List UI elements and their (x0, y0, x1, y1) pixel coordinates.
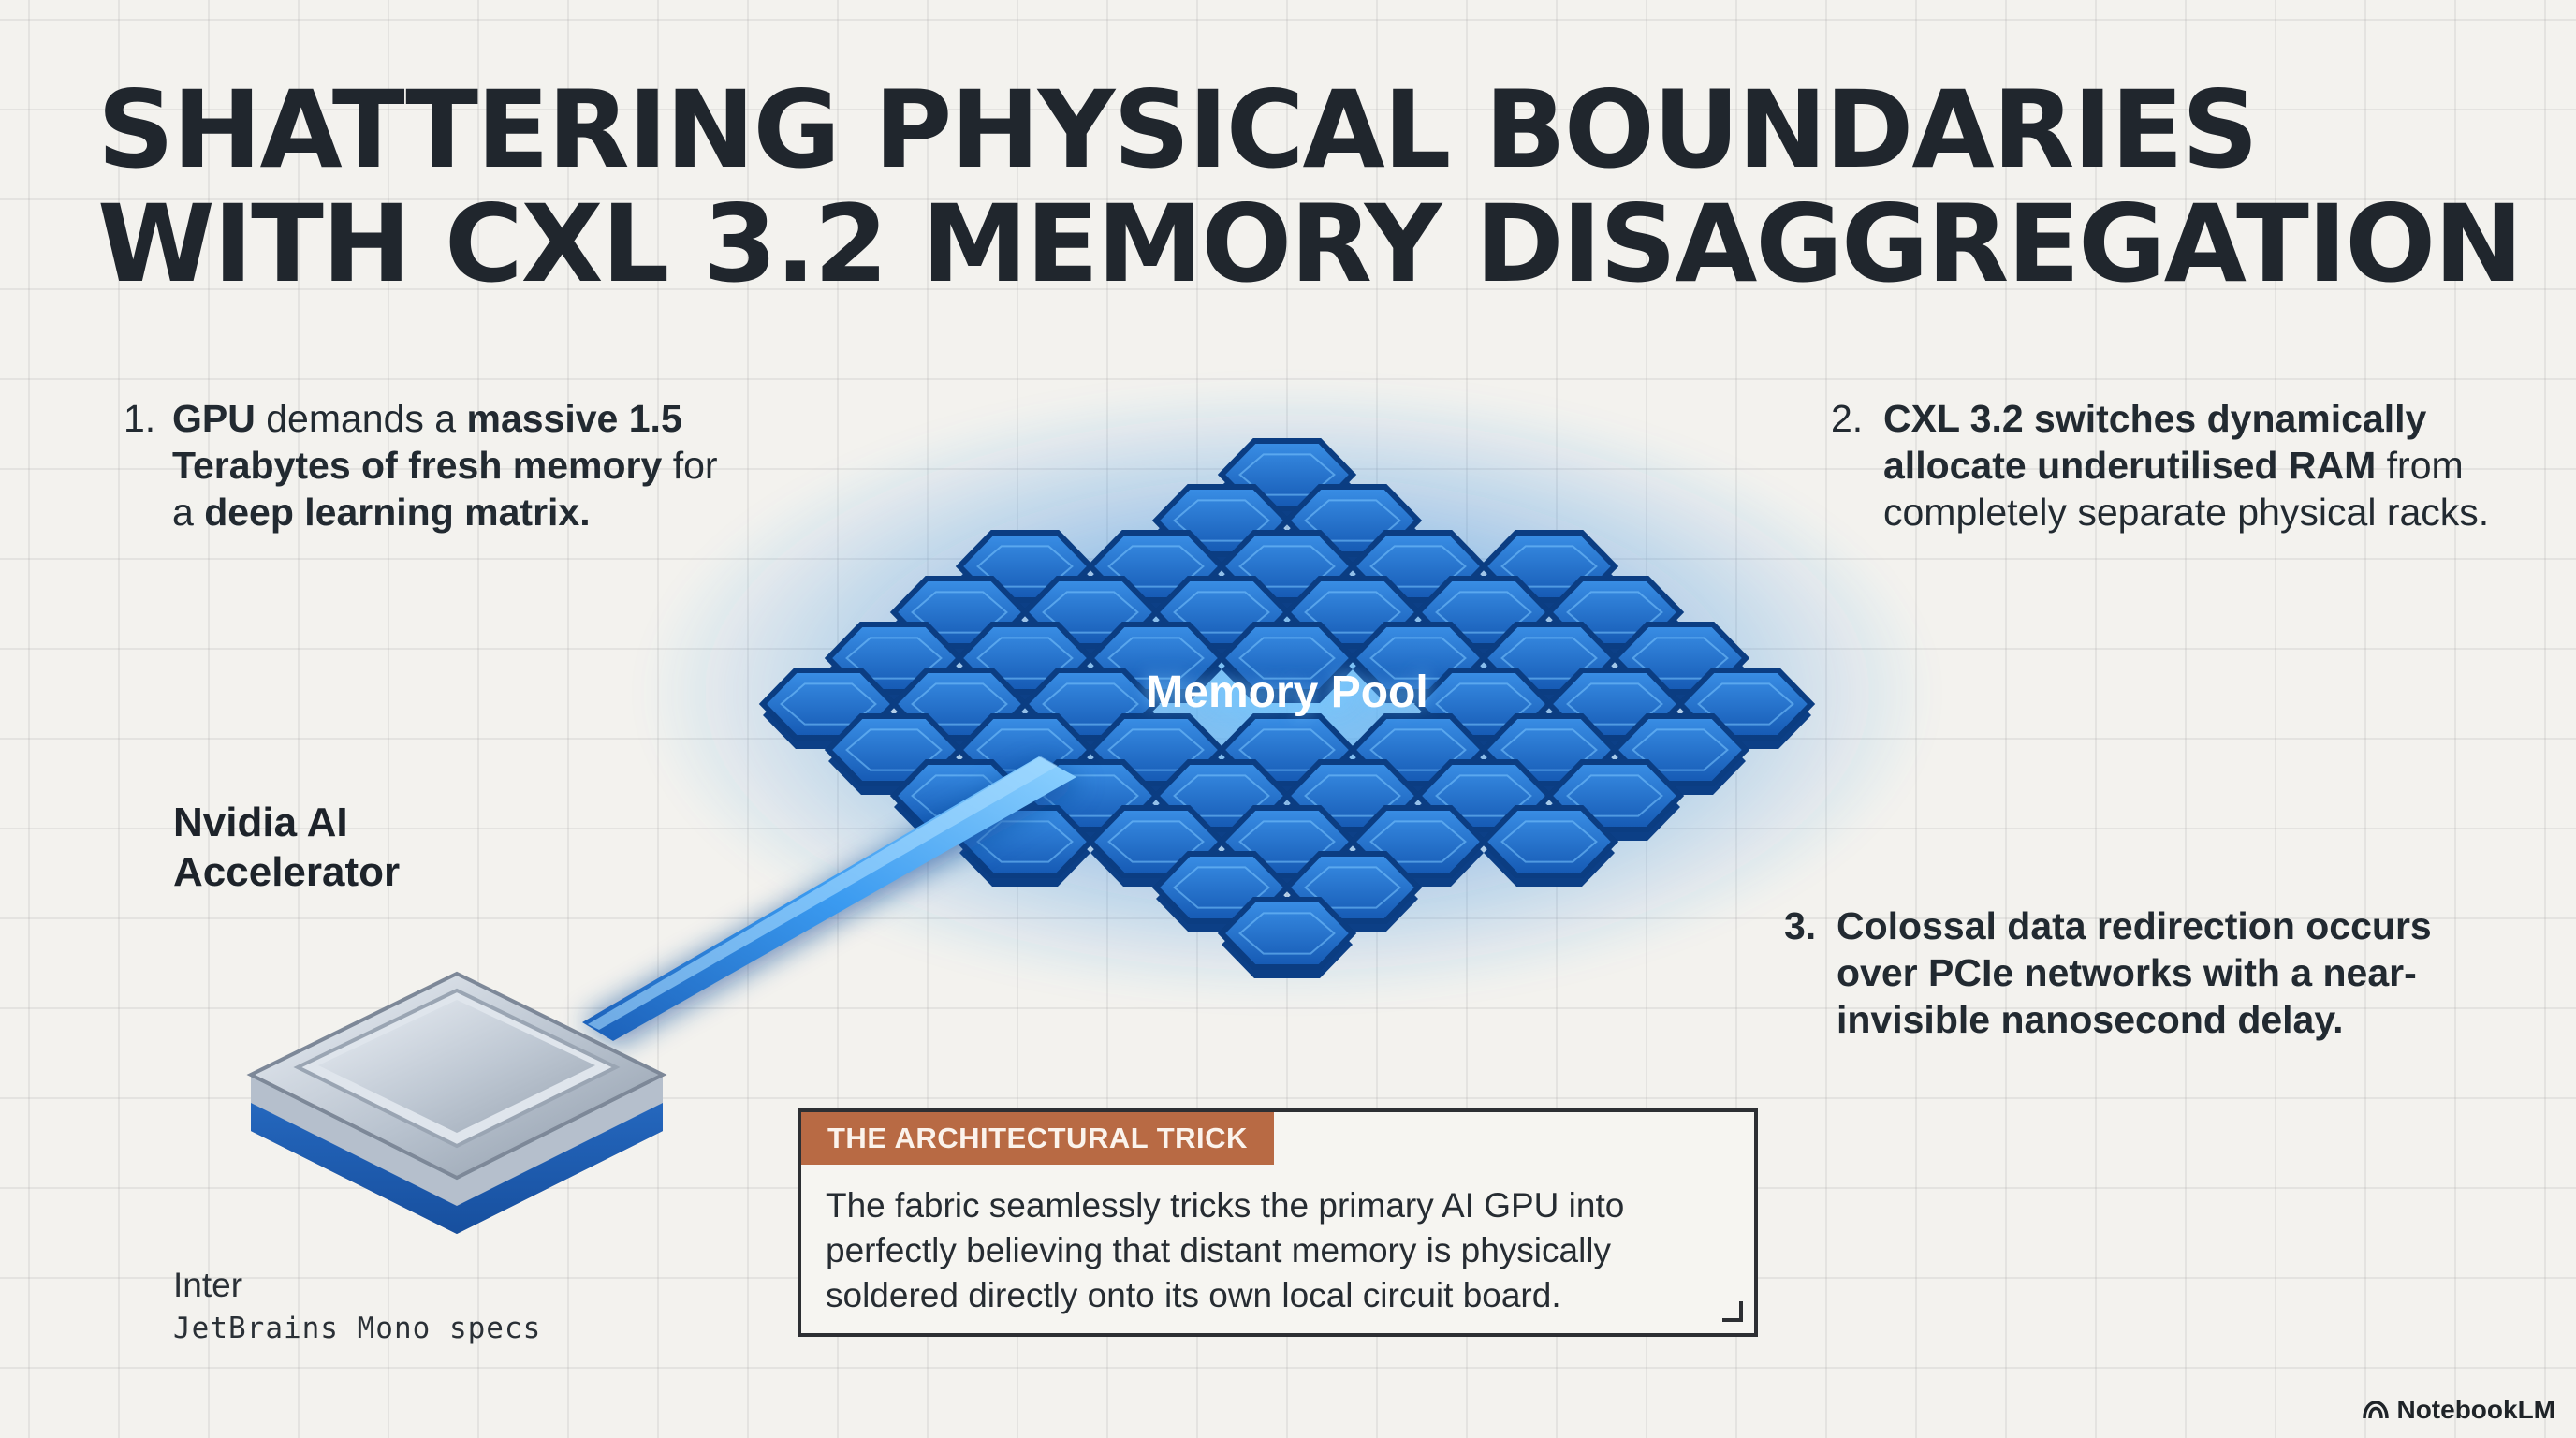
notebooklm-logo-icon (2363, 1401, 2390, 1419)
hex-circuit-trace (1500, 820, 1598, 863)
hex-circuit-trace (1107, 820, 1205, 863)
hex-cell (1479, 805, 1619, 878)
connection-beam (580, 756, 1084, 1047)
title-line-1: SHATTERING PHYSICAL BOUNDARIES (97, 67, 2259, 192)
hex-circuit-trace (1238, 912, 1336, 955)
memory-pool-label: Memory Pool (1146, 668, 1428, 717)
hex-circuit-trace (780, 682, 877, 726)
hex-circuit-trace (1173, 866, 1270, 909)
hex-cell (1217, 897, 1357, 970)
corner-mark-icon (1722, 1301, 1743, 1322)
gpu-label-line-1: Nvidia AI (173, 800, 348, 845)
gpu-label: Nvidia AI Accelerator (173, 798, 400, 897)
font-note-line-1: Inter (173, 1266, 243, 1304)
step-2: 2. CXL 3.2 switches dynamically allocate… (1831, 395, 2542, 536)
step-3-text: Colossal data redirection occurs over PC… (1837, 904, 2432, 1041)
step-1: 1. GPU demands a massive 1.5 Terabytes o… (124, 395, 741, 536)
step-1-seg-2: demands a (255, 397, 467, 440)
callout-tab: THE ARCHITECTURAL TRICK (801, 1112, 1274, 1165)
step-1-seg-3: massive 1.5 Terabytes of fresh memory (172, 397, 682, 487)
step-1-seg-5: deep learning matrix. (204, 491, 591, 534)
step-2-seg-2: from completely separate physical racks. (1883, 444, 2490, 534)
step-2-seg-1: CXL 3.2 switches dynamically allocate un… (1883, 397, 2427, 487)
font-note: Inter JetBrains Mono specs (173, 1264, 541, 1350)
hex-circuit-trace (845, 728, 943, 771)
brand-name: NotebookLM (2396, 1395, 2555, 1424)
step-1-text: GPU demands a massive 1.5 Terabytes of f… (124, 395, 741, 536)
gpu-chip-icon (246, 971, 667, 1234)
hex-circuit-trace (1369, 637, 1467, 680)
step-2-text: CXL 3.2 switches dynamically allocate un… (1831, 395, 2542, 536)
step-1-seg-1: GPU (172, 397, 256, 440)
hexagon-grid (758, 438, 1816, 978)
step-3-number: 3. (1784, 904, 1817, 947)
brand-watermark: NotebookLM (2363, 1395, 2555, 1425)
font-note-line-2: JetBrains Mono specs (173, 1312, 542, 1345)
step-2-number: 2. (1831, 397, 1864, 440)
step-1-number: 1. (124, 397, 156, 440)
hex-circuit-trace (1238, 637, 1336, 680)
step-3: 3. Colossal data redirection occurs over… (1784, 902, 2477, 1043)
title-line-2: WITH CXL 3.2 MEMORY DISAGGREGATION (97, 182, 2524, 306)
architectural-trick-callout: THE ARCHITECTURAL TRICK The fabric seaml… (798, 1108, 1758, 1337)
gpu-label-line-2: Accelerator (173, 849, 401, 895)
page-title: SHATTERING PHYSICAL BOUNDARIES WITH CXL … (97, 73, 2531, 301)
callout-text: The fabric seamlessly tricks the primary… (826, 1186, 1625, 1314)
step-1-seg-4: for a (172, 444, 718, 534)
